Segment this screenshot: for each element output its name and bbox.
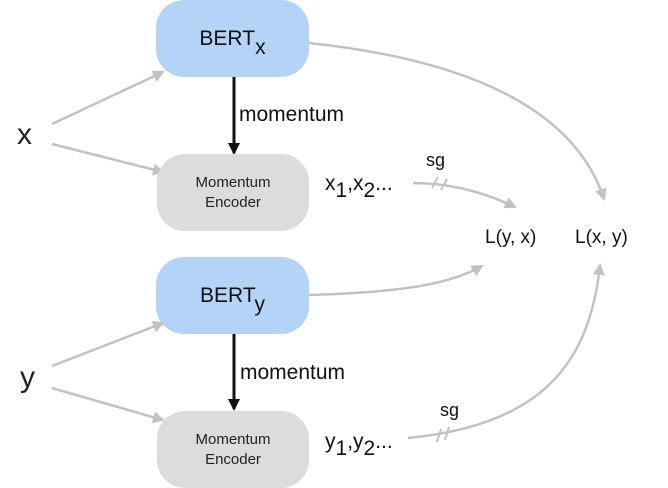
- arrow-bert-x-to-loss-xy: [308, 41, 607, 201]
- arrow-y-to-bert-y: [51, 321, 165, 368]
- encoder-x-line1: Momentum: [195, 173, 271, 191]
- encoder-x-line2: Encoder: [205, 193, 261, 211]
- seq-x-b-sub: 2: [363, 179, 376, 202]
- arrow-x-to-bert-x: [51, 70, 165, 126]
- seq-x-sep: ,x: [347, 172, 364, 195]
- arrow-x-to-encoder-x: [51, 142, 165, 176]
- loss-xy-label: L(x, y): [575, 227, 628, 248]
- bert-y-box: BERTy: [156, 257, 309, 334]
- seq-x-a-sub: 1: [335, 179, 348, 202]
- stop-gradient-mark-top: [431, 176, 448, 191]
- arrow-y-to-encoder-y: [51, 386, 165, 423]
- stop-gradient-mark-bottom: [436, 426, 450, 443]
- seq-x-label: x1,x2...: [325, 172, 393, 202]
- bert-y-base: BERT: [200, 283, 255, 307]
- momentum-label-x: momentum: [239, 103, 345, 126]
- seq-y-tail: ...: [375, 430, 393, 453]
- sg-label-bottom: sg: [440, 400, 460, 420]
- input-x-label: x: [17, 118, 32, 151]
- seq-x-tail: ...: [375, 172, 393, 195]
- seq-y-sep: ,y: [347, 430, 364, 453]
- loss-yx-label: L(y, x): [485, 227, 537, 248]
- seq-y-b-sub: 2: [363, 437, 376, 460]
- arrow-seq-y-to-loss-xy: [407, 263, 605, 440]
- bert-x-label: BERTx: [199, 26, 265, 59]
- bert-x-sub: x: [255, 35, 266, 59]
- seq-y-label: y1,y2...: [325, 430, 393, 460]
- momentum-label-y: momentum: [240, 361, 346, 384]
- momentum-encoder-x-box: Momentum Encoder: [157, 154, 309, 231]
- input-y-label: y: [20, 361, 35, 394]
- bert-y-label: BERTy: [200, 283, 265, 316]
- sg-label-top: sg: [426, 150, 446, 170]
- bert-y-sub: y: [254, 292, 265, 316]
- seq-y-a-sub: 1: [335, 437, 348, 460]
- bert-x-box: BERTx: [156, 0, 309, 77]
- bert-x-base: BERT: [199, 26, 256, 50]
- arrow-seq-x-to-loss-yx: [412, 181, 517, 209]
- seq-y-a: y: [325, 430, 336, 453]
- encoder-y-line2: Encoder: [205, 450, 261, 468]
- encoder-y-line1: Momentum: [195, 430, 271, 448]
- momentum-encoder-y-box: Momentum Encoder: [157, 411, 309, 488]
- seq-x-a: x: [325, 172, 336, 195]
- arrow-bert-y-to-loss-yx: [308, 264, 484, 297]
